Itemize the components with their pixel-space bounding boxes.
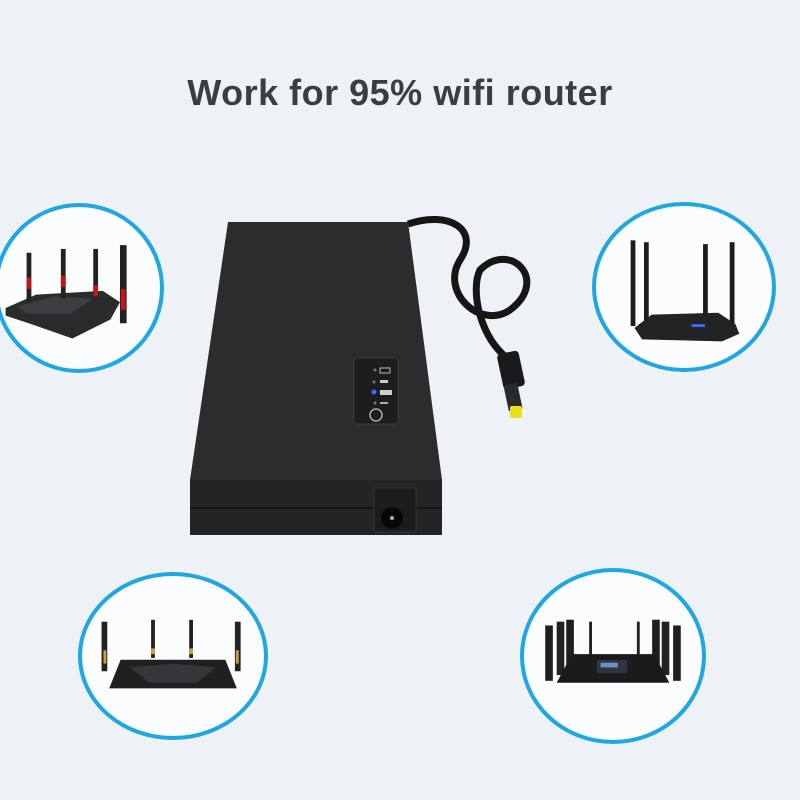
power-button bbox=[369, 408, 383, 422]
connector-tip bbox=[510, 406, 522, 418]
router-circle-bottom-left bbox=[78, 572, 268, 740]
charge-led-blue bbox=[371, 389, 377, 395]
router-circle-top-right bbox=[592, 202, 776, 372]
router-image-red-antennas bbox=[5, 245, 127, 339]
input-icon bbox=[380, 402, 388, 404]
dc-output-cable bbox=[406, 216, 531, 363]
mini-ups-device bbox=[180, 200, 560, 545]
mini-ups-image bbox=[190, 216, 531, 535]
output-icon bbox=[380, 380, 388, 383]
headline: Work for 95% wifi router bbox=[187, 72, 613, 113]
router-circle-top-left bbox=[0, 203, 164, 373]
battery-icon bbox=[379, 367, 391, 374]
router-circle-bottom-right bbox=[520, 568, 706, 744]
router-image-gold-antennas bbox=[101, 619, 241, 689]
router-image-eight-antennas bbox=[545, 619, 681, 683]
router-image-four-antennas bbox=[630, 240, 740, 342]
